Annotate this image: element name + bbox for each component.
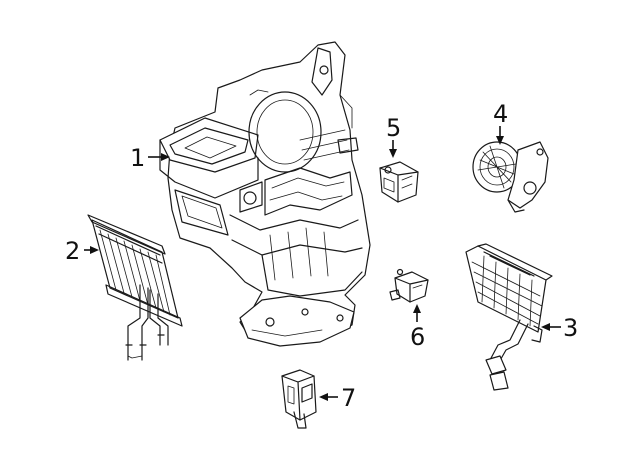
hvac-housing-assembly-icon[interactable] [159, 41, 371, 347]
callout-label-7: 7 [341, 384, 356, 412]
callout-arrow-6 [413, 304, 421, 322]
callout-arrow-7 [319, 393, 338, 401]
callout-arrow-2 [84, 246, 99, 254]
blower-resistor-icon[interactable] [281, 369, 317, 429]
heater-core-icon[interactable] [87, 214, 183, 361]
mode-door-actuator-icon[interactable] [389, 268, 429, 303]
callout-label-3: 3 [563, 314, 578, 342]
callout-label-4: 4 [493, 100, 508, 128]
callout-label-5: 5 [386, 114, 401, 142]
blower-motor-icon[interactable] [472, 141, 549, 213]
callout-arrow-5 [389, 140, 397, 158]
callout-arrow-4 [496, 126, 504, 145]
evaporator-core-icon[interactable] [465, 243, 553, 391]
callout-label-2: 2 [65, 237, 80, 265]
callout-label-1: 1 [130, 144, 145, 172]
callout-label-6: 6 [410, 323, 425, 351]
blend-door-actuator-icon[interactable] [379, 161, 419, 203]
callout-arrow-1 [148, 153, 170, 161]
callout-arrow-3 [541, 323, 561, 331]
